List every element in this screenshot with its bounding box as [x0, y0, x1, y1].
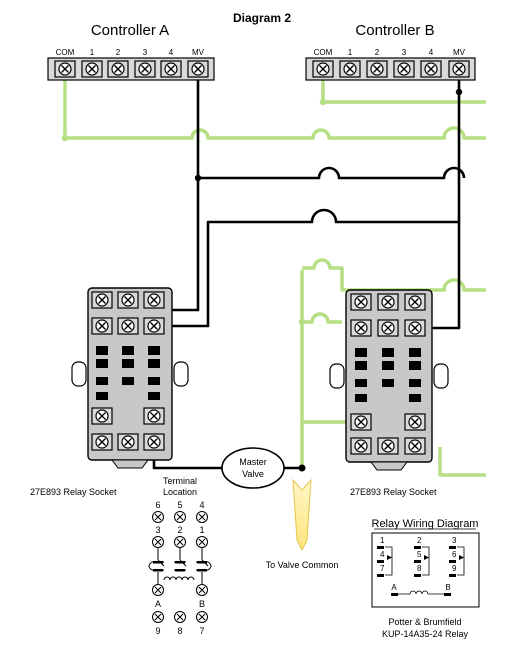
- relay-pin: 7: [380, 564, 385, 573]
- terminal-label: 2: [375, 48, 380, 57]
- relay-pin: 9: [452, 564, 457, 573]
- relay-pin: 6: [452, 550, 457, 559]
- terminal-location-diagram: Terminal Location 6 5 4 3 2 1 A B 9 8 7: [148, 476, 212, 636]
- junction-dot: [194, 174, 202, 182]
- terminal-label: MV: [453, 48, 466, 57]
- terminal-number: 8: [177, 626, 182, 636]
- relay-wiring-title: Relay Wiring Diagram: [372, 518, 479, 530]
- terminal-label: 3: [402, 48, 407, 57]
- terminal-number: 7: [199, 626, 204, 636]
- terminal-label: 2: [116, 48, 121, 57]
- controller-a-terminal-strip: COM 1 2 3 4 MV: [47, 48, 215, 81]
- terminal-number: 4: [199, 500, 204, 510]
- junction-dot: [61, 134, 69, 142]
- terminal-label: 1: [348, 48, 353, 57]
- relay-socket-a: [71, 287, 189, 469]
- valve-common-arrow: [292, 478, 312, 552]
- relay-pin: 2: [417, 536, 422, 545]
- terminal-label: 4: [429, 48, 434, 57]
- relay-wiring-diagram: Relay Wiring Diagram 1 2 3 4 5 6 7 8 9 A…: [371, 518, 480, 608]
- relay-pin: 3: [452, 536, 457, 545]
- master-valve-label-line2: Valve: [242, 469, 264, 479]
- master-valve-label-line1: Master: [239, 457, 267, 467]
- junction-dot: [298, 318, 306, 326]
- terminal-location-line1: Terminal: [163, 476, 197, 486]
- terminal-number: 6: [155, 500, 160, 510]
- coil-pin-b: B: [445, 583, 450, 592]
- junction-dot: [455, 88, 463, 96]
- relay-pin: 1: [380, 536, 385, 545]
- terminal-letter-a: A: [155, 599, 161, 609]
- terminal-number: 5: [177, 500, 182, 510]
- socket-a-label: 27E893 Relay Socket: [30, 487, 117, 497]
- valve-common-label: To Valve Common: [266, 560, 339, 570]
- terminal-label: 3: [143, 48, 148, 57]
- socket-b-label: 27E893 Relay Socket: [350, 487, 437, 497]
- junction-dot: [319, 98, 327, 106]
- relay-pin: 5: [417, 550, 422, 559]
- relay-model-line2: KUP-14A35-24 Relay: [382, 629, 469, 639]
- relay-pin: 8: [417, 564, 422, 573]
- relay-socket-b: [329, 289, 449, 471]
- terminal-number: 2: [177, 525, 182, 535]
- terminal-label: COM: [56, 48, 75, 57]
- master-valve: Master Valve: [221, 447, 285, 489]
- controller-a-title: Controller A: [91, 22, 169, 39]
- controller-b-title: Controller B: [355, 22, 434, 39]
- terminal-label: 1: [90, 48, 95, 57]
- terminal-letter-b: B: [199, 599, 205, 609]
- relay-pin: 4: [380, 550, 385, 559]
- terminal-label: COM: [314, 48, 333, 57]
- diagram-title: Diagram 2: [233, 11, 291, 25]
- terminal-location-line2: Location: [163, 487, 197, 497]
- relay-model-line1: Potter & Brumfield: [388, 617, 461, 627]
- junction-dot: [298, 464, 306, 472]
- terminal-label: 4: [169, 48, 174, 57]
- controller-b-terminal-strip: COM 1 2 3 4 MV: [305, 48, 476, 81]
- terminal-number: 3: [155, 525, 160, 535]
- coil-pin-a: A: [391, 583, 397, 592]
- terminal-number: 1: [199, 525, 204, 535]
- terminal-label: MV: [192, 48, 205, 57]
- terminal-number: 9: [155, 626, 160, 636]
